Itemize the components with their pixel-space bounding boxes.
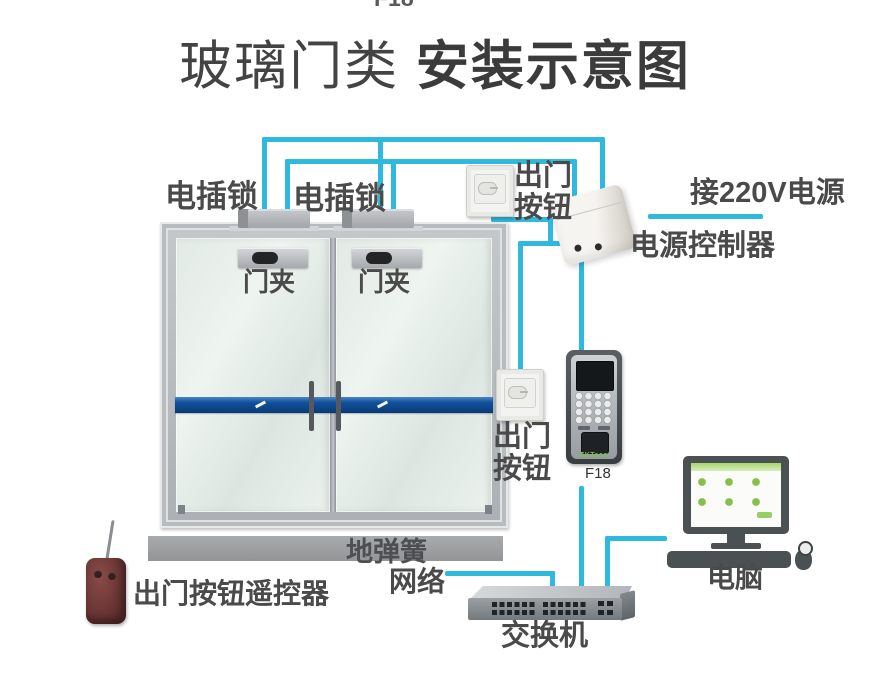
wire-to-button2 [518, 241, 523, 371]
door-handle-right [336, 381, 341, 431]
f18-function-key [578, 426, 590, 430]
label-electric-lock-right: 电插锁 [293, 181, 386, 216]
exit-button-key [508, 386, 528, 399]
page-title: 玻璃门类 安装示意图 [0, 24, 870, 100]
label-line: 出门 [514, 160, 573, 192]
remote-button [94, 570, 102, 578]
monitor-base [711, 543, 761, 549]
glass-door-left [176, 238, 330, 512]
label-remote-control: 出门按钮遥控器 [133, 578, 330, 609]
remote-button [108, 572, 116, 580]
f18-fingerprint-reader [581, 432, 609, 454]
wire-lock2-a [378, 137, 383, 213]
exit-button-device-mid [496, 369, 544, 421]
clamp-slot [366, 252, 392, 264]
label-exit-button-top: 出门 按钮 [514, 160, 572, 225]
wire-f18-to-switch [579, 486, 584, 594]
lock-base-plate [229, 226, 319, 231]
switch-top-face [470, 586, 632, 599]
label-switch: 交换机 [501, 620, 589, 652]
label-computer: 电脑 [707, 562, 764, 593]
controller-port [594, 242, 603, 252]
door-clamp-right [352, 248, 422, 268]
wire-button1-h [491, 217, 553, 222]
label-line: 出门 [493, 421, 552, 453]
switch-ports-row [492, 602, 536, 607]
label-f18: F18 [585, 465, 611, 482]
label-network: 网络 [389, 566, 446, 597]
label-electric-lock-left: 电插锁 [165, 179, 258, 214]
f18-screen [576, 361, 614, 391]
switch-uplink-ports [598, 601, 613, 606]
switch-ports-row [543, 610, 587, 615]
monitor-stand [727, 534, 745, 543]
switch-end-cap [620, 590, 635, 621]
electric-bolt-lock-left [238, 209, 310, 228]
label-exit-button-mid: 出门 按钮 [493, 421, 551, 486]
title-bold-part: 安装示意图 [415, 37, 691, 96]
label-220v-power: 接220V电源 [690, 177, 845, 209]
label-line: 按钮 [493, 453, 552, 486]
screen-icon-grid [697, 477, 777, 517]
floor-pivot-right [485, 505, 492, 514]
exit-button-key [478, 182, 498, 195]
top-partial-text: F18 [374, 0, 414, 12]
door-handle-left [309, 381, 314, 431]
label-power-controller: 电源控制器 [630, 230, 776, 262]
electric-bolt-lock-right [342, 209, 414, 228]
screen-green-button [757, 512, 772, 518]
label-line: 按钮 [514, 192, 573, 225]
wire-lock2-b [391, 159, 396, 213]
wire-button1-v [548, 217, 553, 246]
label-floor-spring: 地弹簧 [346, 537, 427, 567]
remote-control-device [86, 558, 126, 624]
screen-header-bar [691, 463, 781, 471]
floor-pivot-left [178, 505, 185, 514]
door-center-mullion [330, 238, 336, 512]
wire-bus2-drop [572, 159, 577, 203]
exit-button-device-top [466, 165, 514, 217]
switch-uplink-ports [598, 610, 613, 615]
wire-220v [648, 214, 763, 219]
switch-ports-row [543, 602, 587, 607]
glass-door-right [336, 238, 492, 512]
f18-function-key [598, 426, 610, 430]
wire-bus1 [262, 137, 605, 142]
wire-pc-h [605, 536, 667, 541]
wire-bus1-drop [600, 137, 605, 195]
wire-controller-left [518, 241, 572, 246]
mouse-badge-icon [798, 541, 813, 556]
zkteco-logo: ZKTeco [579, 452, 609, 459]
wire-pc-v [605, 536, 610, 594]
controller-port [573, 243, 583, 253]
label-door-clamp-left: 门夹 [243, 267, 296, 297]
switch-ports-row [492, 610, 536, 615]
wire-network-v [550, 571, 555, 595]
computer-keyboard [667, 551, 791, 568]
door-blue-band [175, 397, 493, 413]
wire-network-h [445, 571, 555, 576]
wire-lock1-a [262, 137, 267, 211]
title-light-part: 玻璃门类 [179, 37, 416, 96]
wire-controller-to-f18 [579, 256, 584, 355]
door-clamp-left [238, 248, 308, 268]
wire-bus2 [285, 159, 577, 164]
f18-keypad [575, 392, 613, 424]
wire-lock1-b [285, 159, 290, 211]
clamp-slot [252, 252, 278, 264]
lock-base-plate [333, 226, 423, 231]
label-door-clamp-right: 门夹 [358, 267, 411, 297]
floor-spring-bar [148, 536, 503, 561]
